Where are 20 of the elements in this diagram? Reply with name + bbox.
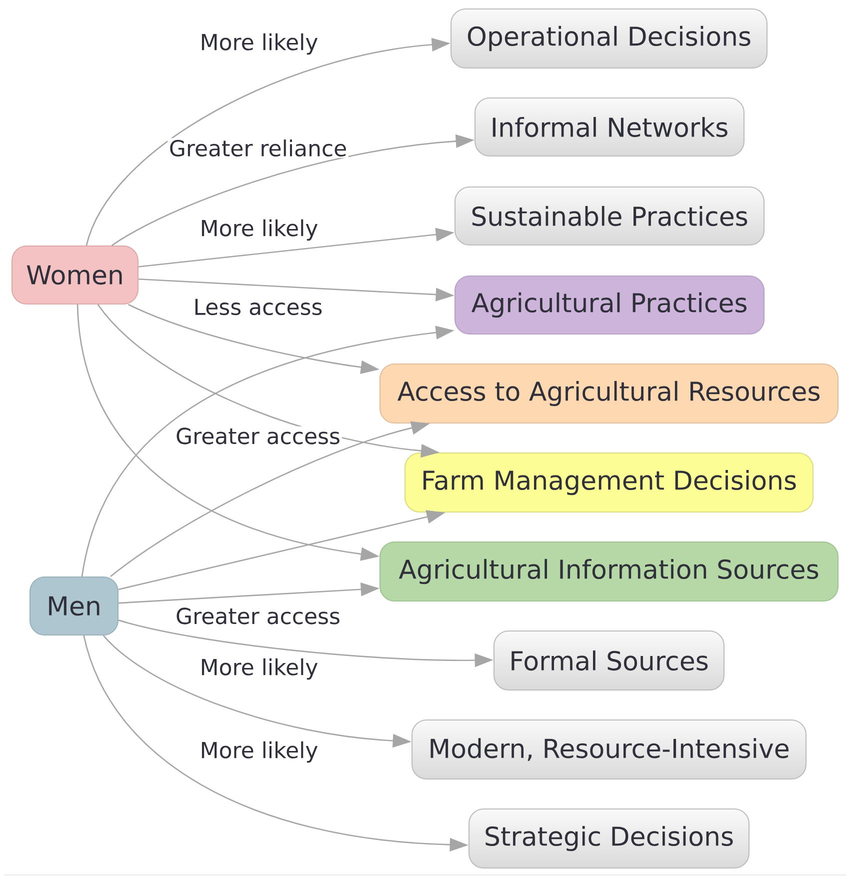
- outcome-box: Agricultural Information Sources: [379, 541, 839, 602]
- edge-label: More likely: [198, 740, 320, 764]
- edge-label: More likely: [198, 657, 320, 681]
- edge-label: Greater access: [174, 606, 342, 626]
- outcome-box: Operational Decisions: [450, 8, 768, 69]
- edge-label: Greater access: [174, 426, 342, 446]
- edge-label: More likely: [198, 218, 320, 242]
- outcome-box: Strategic Decisions: [468, 808, 750, 869]
- edge-label: Greater reliance: [168, 138, 348, 158]
- outcome-box: Farm Management Decisions: [404, 452, 814, 513]
- edge-label: More likely: [198, 32, 320, 56]
- outcome-box: Sustainable Practices: [454, 186, 765, 246]
- outcome-box: Formal Sources: [493, 630, 725, 691]
- outcome-box: Modern, Resource-Intensive: [411, 719, 807, 780]
- outcome-box: Access to Agricultural Resources: [379, 363, 839, 424]
- category-box: Women: [11, 245, 139, 305]
- category-box: Men: [29, 576, 119, 636]
- edge-label: Less access: [192, 298, 324, 316]
- outcome-box: Informal Networks: [474, 97, 745, 157]
- outcome-box: Agricultural Practices: [454, 275, 765, 335]
